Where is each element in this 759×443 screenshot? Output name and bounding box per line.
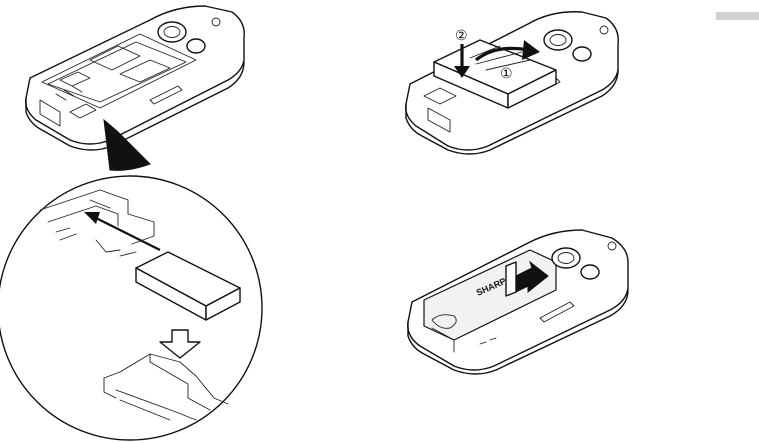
label-push-step: ② <box>455 27 468 43</box>
label-slide-step: ① <box>500 65 513 81</box>
phone-open-back <box>26 6 245 170</box>
phone-cover-close: SHARP <box>408 230 628 374</box>
phone-battery-insert: ② ① <box>406 12 619 154</box>
magnified-detail <box>0 176 262 440</box>
